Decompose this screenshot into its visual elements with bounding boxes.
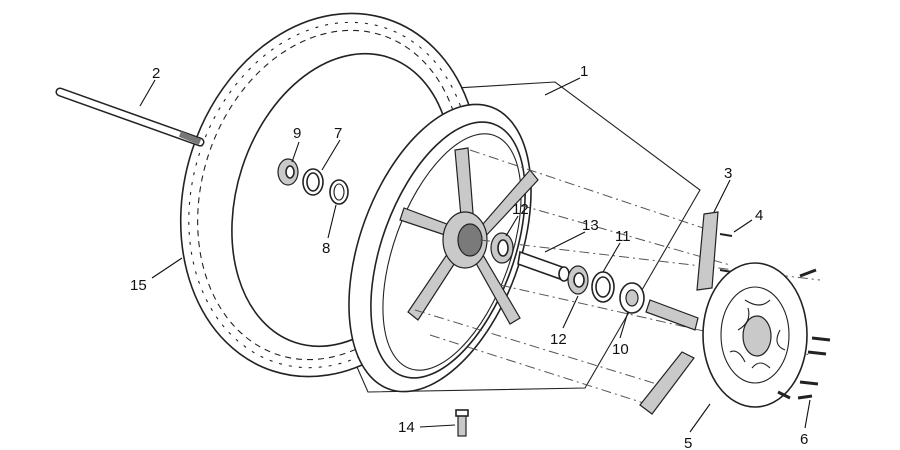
valve — [455, 409, 469, 437]
callout-6: 6 — [800, 431, 808, 448]
callout-14: 14 — [398, 419, 415, 436]
callout-13: 13 — [582, 217, 599, 234]
plate-lower — [639, 351, 695, 415]
screw-upper — [719, 233, 733, 273]
callout-11: 11 — [615, 228, 631, 245]
callout-15: 15 — [130, 277, 147, 294]
dust-seal — [329, 179, 349, 205]
center-bracket — [645, 299, 699, 331]
callout-2: 2 — [152, 65, 160, 82]
callout-12-upper: 12 — [512, 201, 529, 218]
disc-bolts — [777, 268, 831, 400]
seal-ring — [591, 271, 615, 303]
spacer-tube — [517, 250, 570, 282]
bearing-outer — [567, 265, 589, 295]
plate-upper — [696, 211, 719, 291]
callout-8: 8 — [322, 240, 330, 257]
callout-5: 5 — [684, 435, 692, 450]
hub-nut — [277, 158, 299, 186]
spacer-ring — [302, 168, 324, 196]
bearing-inner — [490, 232, 514, 264]
callout-7: 7 — [334, 125, 342, 142]
callout-9: 9 — [293, 125, 301, 142]
callout-12-lower: 12 — [550, 331, 567, 348]
axle — [55, 87, 205, 147]
brake-disc — [702, 262, 808, 408]
callout-3: 3 — [724, 165, 732, 182]
side-spacer — [619, 282, 645, 314]
callout-4: 4 — [755, 207, 763, 224]
callout-1: 1 — [580, 63, 588, 80]
wheel-rim — [348, 103, 539, 393]
leader-lines — [139, 77, 811, 433]
callout-10: 10 — [612, 341, 629, 358]
